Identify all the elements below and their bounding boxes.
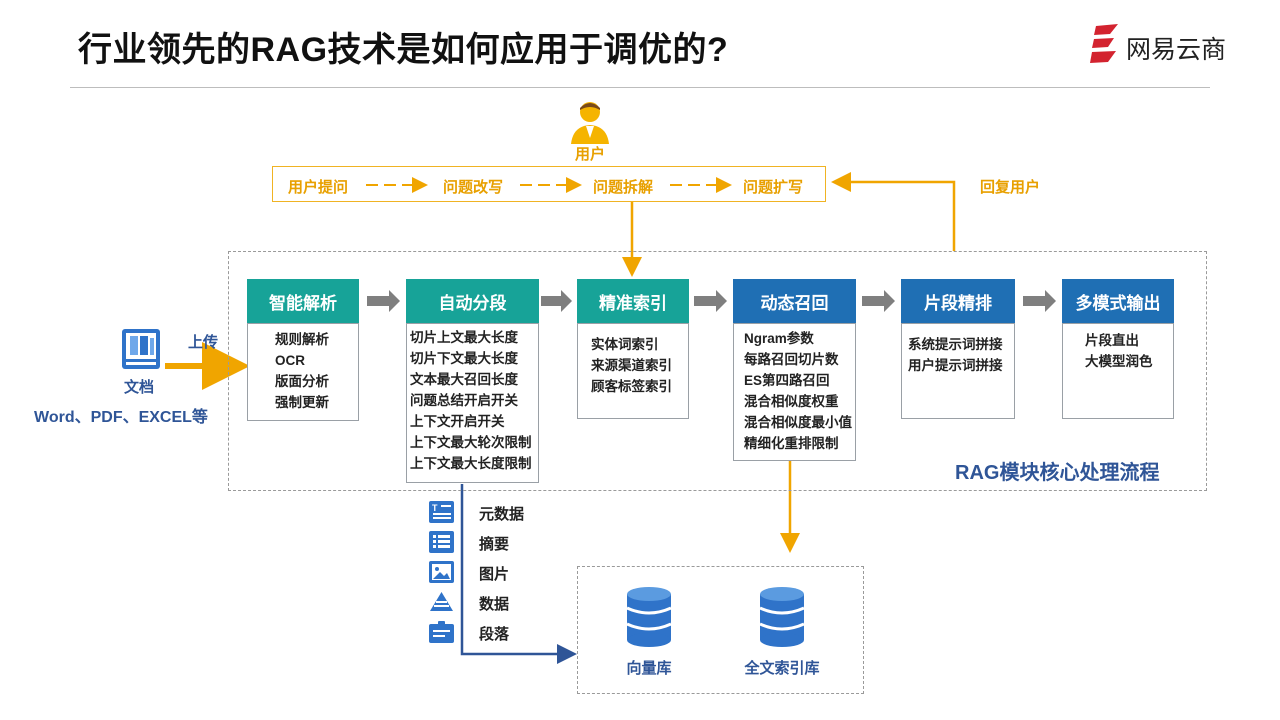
stage-item: Ngram参数 (744, 331, 814, 346)
segment-output-label: 摘要 (479, 536, 510, 553)
stage-item: 切片上文最大长度 (410, 330, 518, 345)
stage-header-recall: 动态召回 (733, 279, 856, 323)
stage-item: 上下文开启开关 (410, 414, 505, 429)
stage-item: 精细化重排限制 (744, 436, 839, 451)
stage-item: 混合相似度权重 (744, 394, 839, 409)
segment-to-store-arrow (460, 484, 577, 664)
query-pipeline-box (272, 166, 826, 202)
document-icon (122, 329, 160, 369)
database-icon (759, 587, 805, 647)
user-label: 用户 (574, 146, 605, 163)
stage-arrow (367, 290, 1056, 312)
stage-panel-parse: 规则解析 OCR 版面分析 强制更新 (247, 323, 359, 421)
stage-item: 每路召回切片数 (744, 352, 839, 367)
rag-module-frame (228, 251, 1207, 491)
summary-list-icon (429, 531, 454, 553)
stage-item: 用户提示词拼接 (908, 358, 1003, 373)
stage-item: 系统提示词拼接 (908, 337, 1003, 352)
query-step: 用户提问 (288, 179, 349, 196)
stage-panel-output: 片段直出 大模型润色 (1062, 323, 1174, 419)
stage-item: 切片下文最大长度 (410, 351, 518, 366)
segment-output-label: 元数据 (479, 506, 525, 523)
query-step: 问题改写 (443, 179, 504, 196)
title-divider (70, 87, 1210, 88)
reply-user-label: 回复用户 (980, 179, 1041, 196)
stage-item: 大模型润色 (1085, 354, 1153, 369)
query-step: 问题拆解 (593, 179, 654, 196)
brand-name: 网易云商 (1126, 36, 1227, 64)
stage-panel-rerank: 系统提示词拼接 用户提示词拼接 (901, 323, 1015, 419)
stage-item: 混合相似度最小值 (744, 415, 852, 430)
stage-panel-index: 实体词索引 来源渠道索引 顾客标签索引 (577, 323, 689, 419)
store-label-vector: 向量库 (626, 660, 672, 677)
stage-header-output: 多模式输出 (1062, 279, 1174, 323)
stage-item: OCR (275, 353, 305, 368)
stage-item: 版面分析 (275, 374, 329, 389)
stage-header-rerank: 片段精排 (901, 279, 1015, 323)
storage-frame (577, 566, 864, 694)
stage-item: ES第四路召回 (744, 373, 830, 388)
stage-header-parse: 智能解析 (247, 279, 359, 323)
data-icon (430, 592, 453, 611)
reply-loop-arrow (831, 172, 956, 251)
segment-output-label: 图片 (479, 566, 510, 583)
user-icon (571, 102, 609, 144)
stage-item: 上下文最大轮次限制 (410, 435, 532, 450)
stage-item: 问题总结开启开关 (410, 393, 518, 408)
svg-text:T: T (432, 503, 438, 513)
netease-yunshang-logo-icon (1090, 24, 1118, 63)
stage-panel-recall: Ngram参数 每路召回切片数 ES第四路召回 混合相似度权重 混合相似度最小值… (733, 323, 856, 461)
segment-output-label: 数据 (479, 596, 510, 613)
database-icon (626, 587, 672, 647)
stage-item: 实体词索引 (591, 337, 659, 352)
document-formats: Word、PDF、EXCEL等 (34, 409, 208, 426)
paragraph-icon (429, 621, 454, 643)
rag-module-label: RAG模块核心处理流程 (955, 462, 1160, 484)
query-step: 问题扩写 (743, 179, 804, 196)
stage-header-index: 精准索引 (577, 279, 689, 323)
store-label-fulltext: 全文索引库 (744, 660, 820, 677)
stage-item: 片段直出 (1085, 333, 1139, 348)
upload-label: 上传 (188, 334, 219, 351)
stage-item: 顾客标签索引 (591, 379, 672, 394)
stage-item: 规则解析 (275, 332, 329, 347)
stage-item: 来源渠道索引 (591, 358, 672, 373)
page-title: 行业领先的RAG技术是如何应用于调优的? (78, 31, 729, 69)
stage-item: 强制更新 (275, 395, 329, 410)
stage-panel-segment: 切片上文最大长度 切片下文最大长度 文本最大召回长度 问题总结开启开关 上下文开… (406, 323, 539, 483)
image-icon (429, 561, 454, 583)
stage-item: 文本最大召回长度 (410, 372, 518, 387)
metadata-icon: T (429, 501, 454, 523)
stage-item: 上下文最大长度限制 (410, 456, 532, 471)
stage-header-segment: 自动分段 (406, 279, 539, 323)
segment-output-label: 段落 (479, 626, 510, 643)
document-label: 文档 (124, 379, 155, 396)
